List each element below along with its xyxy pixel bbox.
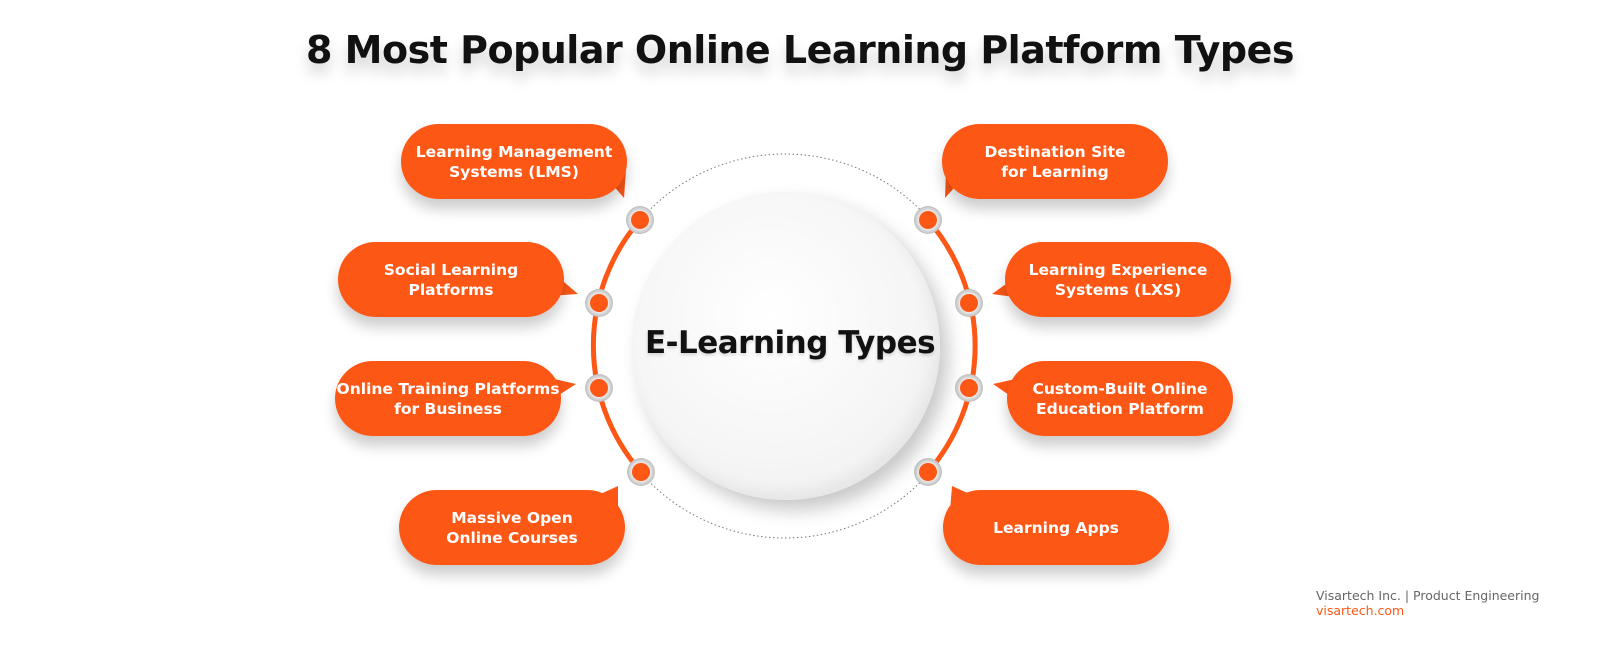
bubble-line: Systems (LMS) xyxy=(449,162,579,181)
connector-dots xyxy=(585,206,983,486)
bubble-line: Massive Open xyxy=(451,508,573,527)
center-circle: E-Learning Types xyxy=(632,192,940,500)
bubble-line: Systems (LXS) xyxy=(1054,280,1182,299)
page-title: 8 Most Popular Online Learning Platform … xyxy=(305,28,1295,72)
footer-company: Visartech Inc. | Product Engineering xyxy=(1316,588,1540,603)
left-orange-arc xyxy=(590,218,643,474)
bubble-line: Online Training Platforms xyxy=(336,379,560,398)
center-label: E-Learning Types xyxy=(644,325,936,361)
bubble-line: Social Learning xyxy=(383,260,519,279)
bubble-line: for Business xyxy=(394,399,502,418)
bubble-line: Learning Experience xyxy=(1028,260,1208,279)
bubble-line: Learning Management xyxy=(415,142,613,161)
bubble-line: Destination Site xyxy=(984,142,1126,161)
footer-site-link[interactable]: visartech.com xyxy=(1316,603,1405,618)
type-bubble-learning-apps: Learning Apps xyxy=(943,490,1169,565)
bubble-line: Online Courses xyxy=(446,528,578,547)
bubble-line: Learning Apps xyxy=(993,518,1119,537)
bubble-line: for Learning xyxy=(1001,162,1109,181)
bubble-line: Custom-Built Online xyxy=(1032,379,1208,398)
footer-credit: Visartech Inc. | Product Engineering vis… xyxy=(1316,588,1539,618)
bubble-line: Education Platform xyxy=(1036,399,1204,418)
bubble-line: Platforms xyxy=(408,280,494,299)
right-orange-arc xyxy=(926,218,978,474)
